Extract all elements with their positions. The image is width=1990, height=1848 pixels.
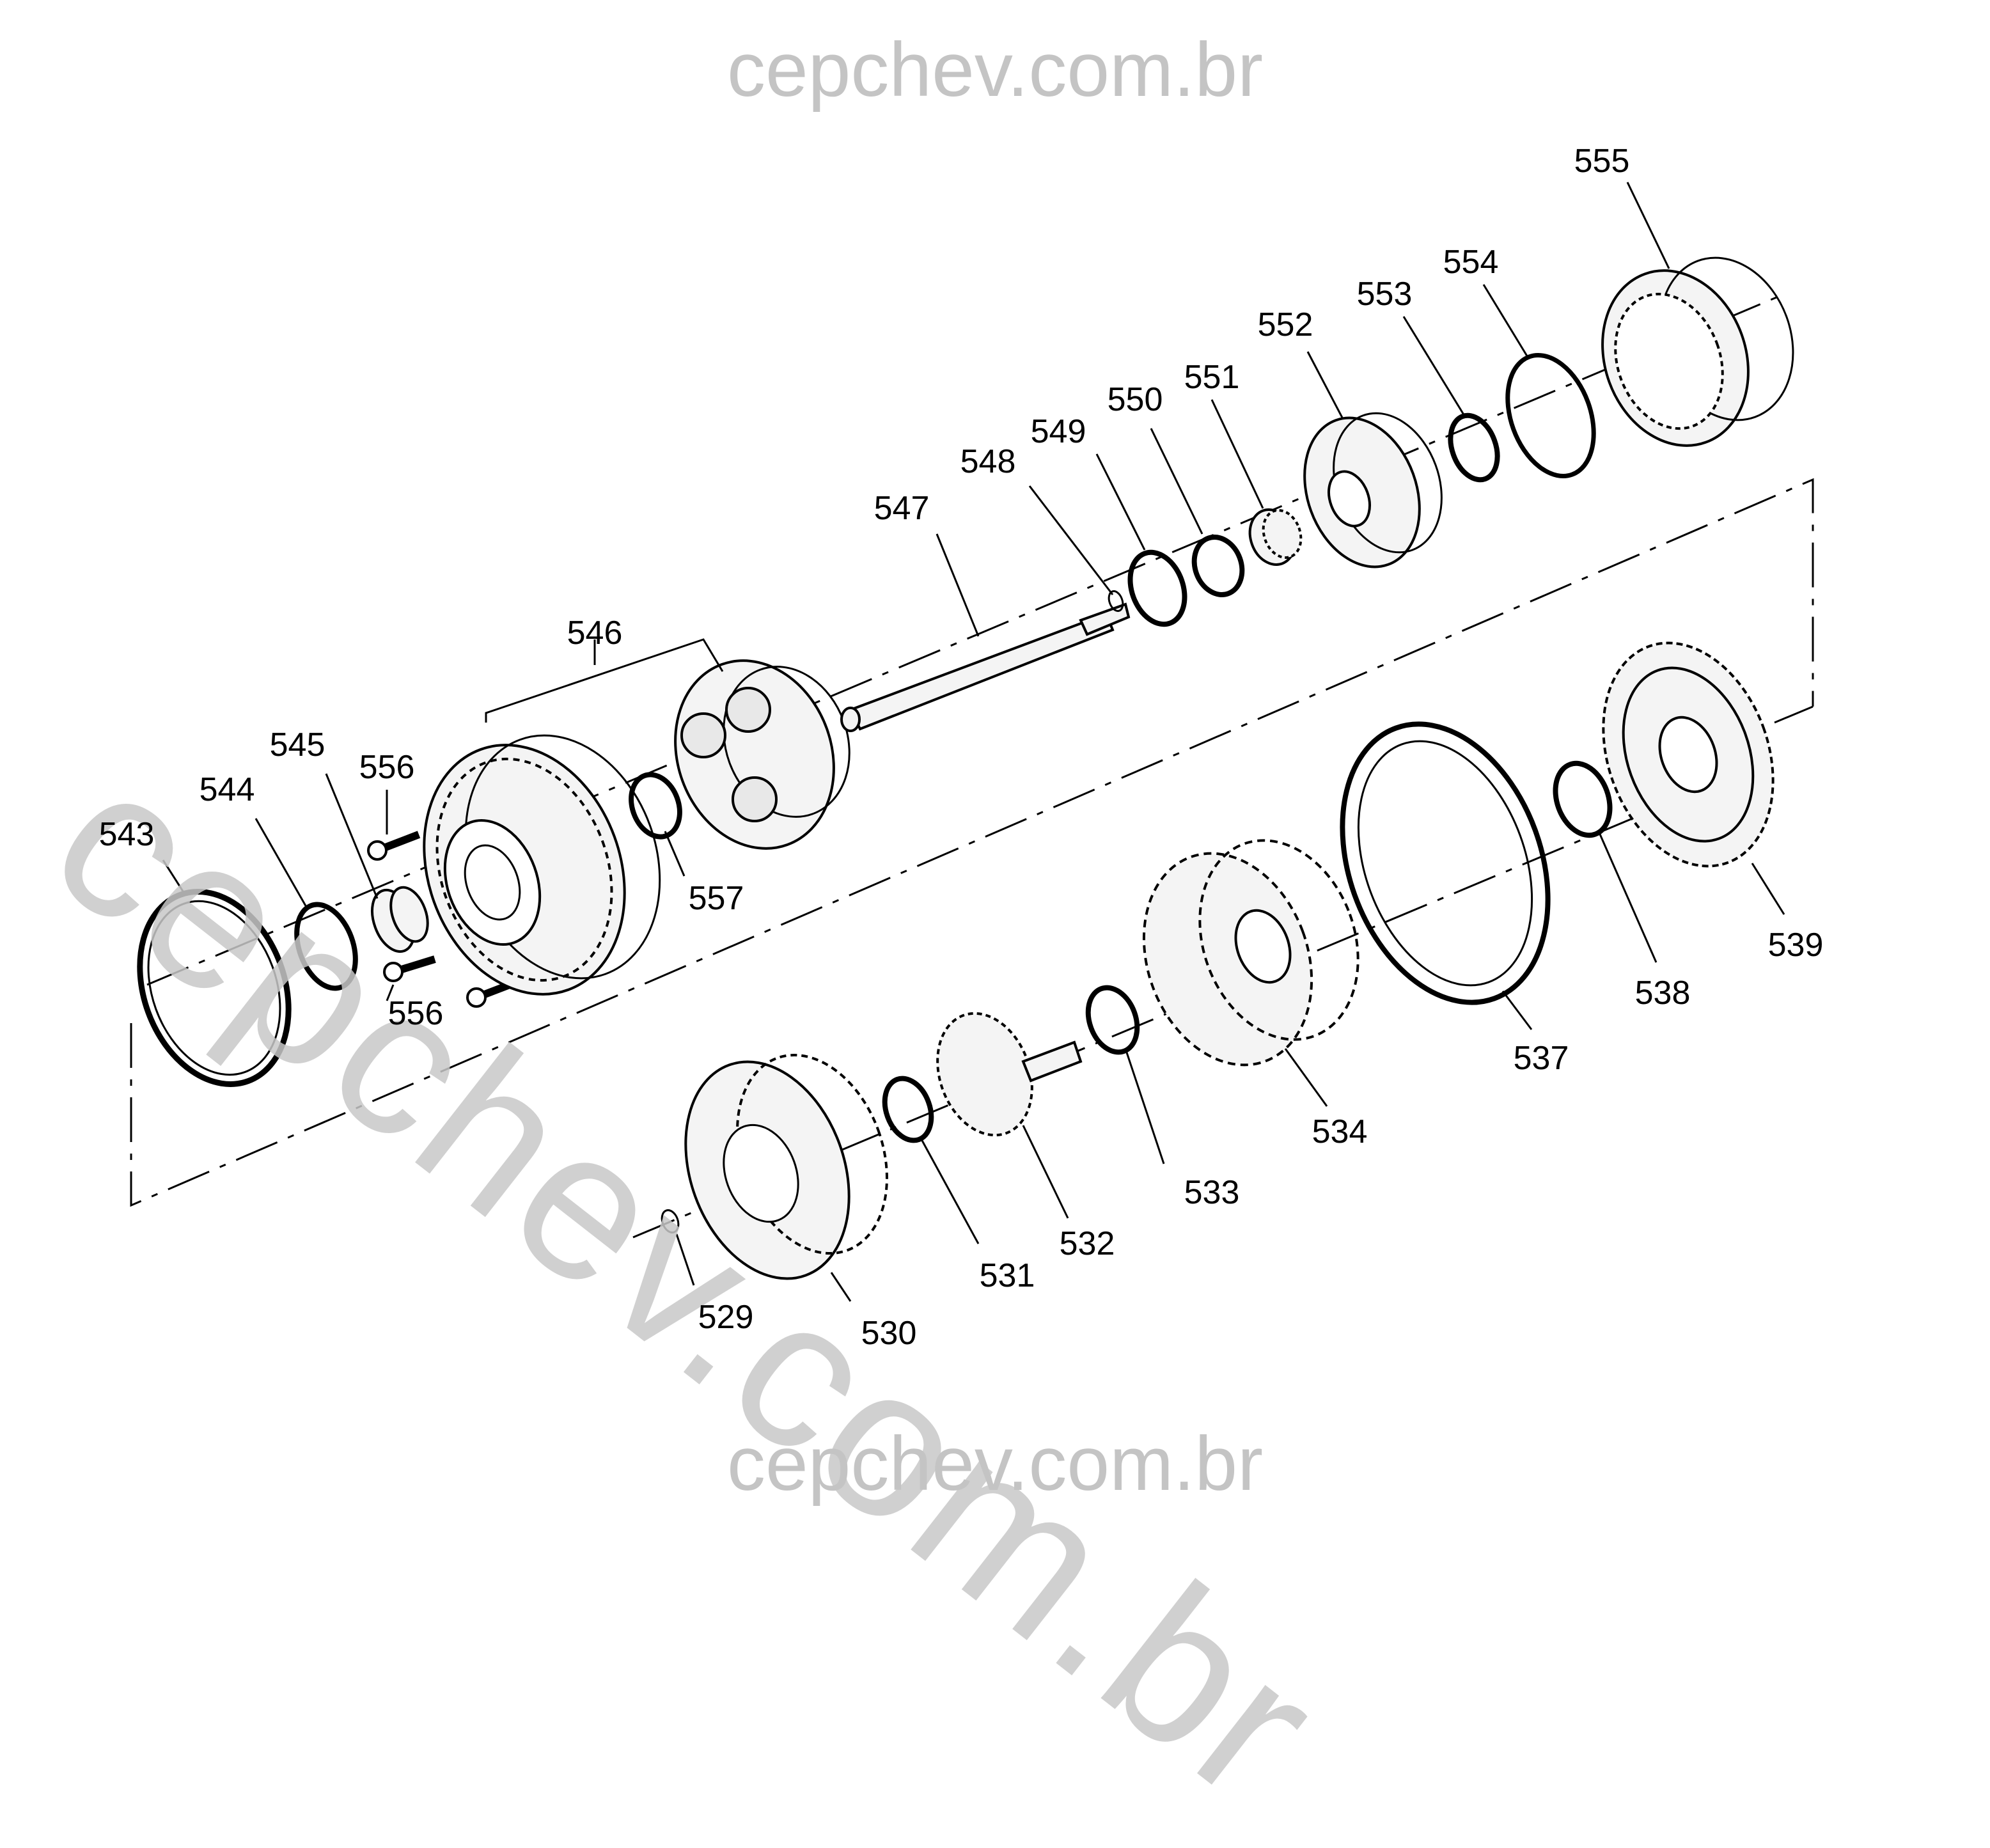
alignment-frame-right	[1774, 705, 1814, 724]
callout-552: 552	[1257, 306, 1313, 343]
part-556-bolt-upper	[367, 831, 421, 861]
callout-532: 532	[1059, 1225, 1115, 1262]
callout-545: 545	[269, 726, 325, 763]
alignment-frame	[130, 478, 1814, 1207]
part-537-clutch-piston	[1340, 721, 1551, 1005]
exploded-parts-diagram	[130, 182, 1814, 1302]
part-532-clutch-hub	[936, 1012, 1083, 1137]
callout-530: 530	[861, 1315, 917, 1352]
callout-547: 547	[874, 490, 930, 527]
part-545-gear	[371, 886, 429, 953]
callout-531: 531	[979, 1257, 1035, 1294]
callout-556-upper: 556	[359, 749, 415, 786]
callout-553: 553	[1356, 276, 1413, 313]
part-552-planet-carrier	[1303, 412, 1443, 568]
part-546-carrier-drum	[423, 734, 661, 996]
callout-529: 529	[698, 1299, 754, 1336]
upper-axis-line	[146, 293, 1785, 986]
callout-550: 550	[1107, 381, 1163, 418]
callout-546: 546	[567, 615, 623, 652]
part-531-thrust-washer	[882, 1076, 934, 1143]
part-539-clutch-housing	[1602, 641, 1775, 868]
callout-549: 549	[1030, 413, 1086, 450]
part-554-snap-ring	[1505, 353, 1596, 478]
part-550-thrust-bearing	[1191, 535, 1245, 597]
callout-548: 548	[960, 443, 1016, 480]
part-548-o-ring	[1108, 590, 1124, 612]
callout-557: 557	[688, 880, 744, 917]
part-533-thrust-washer	[1085, 985, 1140, 1055]
part-529-o-ring	[661, 1209, 680, 1233]
callout-538: 538	[1634, 975, 1691, 1012]
callout-544: 544	[199, 771, 255, 808]
callout-555: 555	[1574, 143, 1630, 180]
part-544-snap-ring	[294, 902, 358, 991]
callout-533: 533	[1184, 1174, 1240, 1211]
watermark-top: cepchev.com.br	[726, 27, 1264, 113]
callout-554: 554	[1443, 244, 1499, 281]
part-547-input-shaft	[840, 602, 1131, 732]
part-555-ring-gear-drum	[1601, 256, 1794, 447]
part-546-planet-carrier	[674, 659, 850, 850]
part-543-seal-ring	[137, 889, 292, 1087]
callout-537: 537	[1513, 1040, 1569, 1077]
part-549-snap-ring	[1127, 549, 1187, 627]
watermark-bottom: cepchev.com.br	[726, 1421, 1264, 1507]
part-530-clutch-housing	[684, 1054, 888, 1280]
callout-551: 551	[1184, 359, 1240, 396]
callout-556-lower: 556	[388, 995, 444, 1032]
callout-534: 534	[1312, 1113, 1368, 1150]
callout-539: 539	[1767, 927, 1824, 964]
callout-543: 543	[98, 816, 155, 853]
part-551-sun-gear	[1248, 508, 1303, 566]
part-534-clutch-drum	[1142, 839, 1359, 1067]
part-538-snap-ring	[1553, 760, 1613, 838]
leader-lines	[162, 182, 1785, 1302]
part-553-thrust-washer	[1448, 412, 1500, 483]
